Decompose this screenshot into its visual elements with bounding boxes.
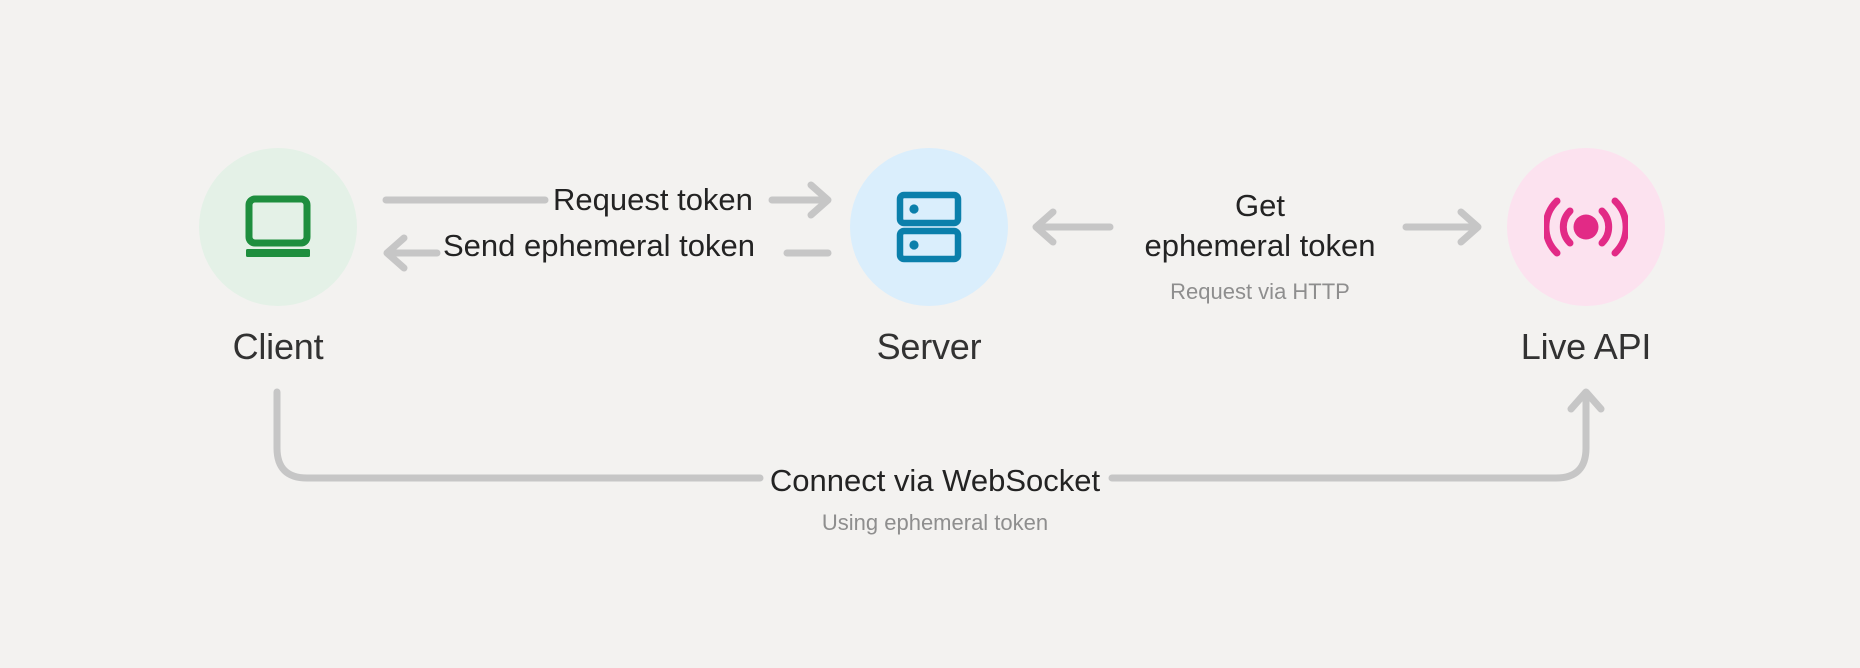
edge-label-get-ephemeral-token-line1: Get [1235, 188, 1285, 223]
edge-label-get-ephemeral-token: Get ephemeral token [1105, 186, 1415, 266]
node-server-circle [850, 148, 1008, 306]
websocket-path-left [273, 388, 764, 482]
laptop-icon [245, 195, 311, 257]
edge-label-request-token: Request token [553, 182, 753, 217]
node-client-label: Client [232, 326, 324, 367]
node-live-api-label: Live API [1520, 326, 1652, 367]
edge-label-send-ephemeral-token: Send ephemeral token [443, 228, 755, 263]
request-token-arrowhead [811, 185, 828, 215]
node-server[interactable]: Server [850, 148, 1008, 368]
websocket-arrowhead-up [1571, 392, 1601, 409]
node-server-label: Server [876, 326, 982, 367]
edge-label-get-ephemeral-token-line2: ephemeral token [1144, 228, 1376, 263]
send-token-arrowhead [387, 238, 404, 268]
broadcast-signal-icon [1544, 197, 1628, 257]
edge-sublabel-using-ephemeral-token: Using ephemeral token [821, 510, 1049, 535]
node-live-api[interactable]: Live API [1507, 148, 1665, 368]
node-client-circle [199, 148, 357, 306]
get-token-arrowhead-right [1461, 212, 1478, 242]
get-token-arrowhead-left [1036, 212, 1053, 242]
edge-sublabel-request-via-http: Request via HTTP [1170, 279, 1350, 304]
node-live-api-circle [1507, 148, 1665, 306]
node-client[interactable]: Client [199, 148, 357, 368]
edge-label-connect-via-websocket: Connect via WebSocket [769, 463, 1101, 498]
websocket-path-right [1108, 396, 1590, 482]
server-rack-icon [896, 191, 962, 263]
